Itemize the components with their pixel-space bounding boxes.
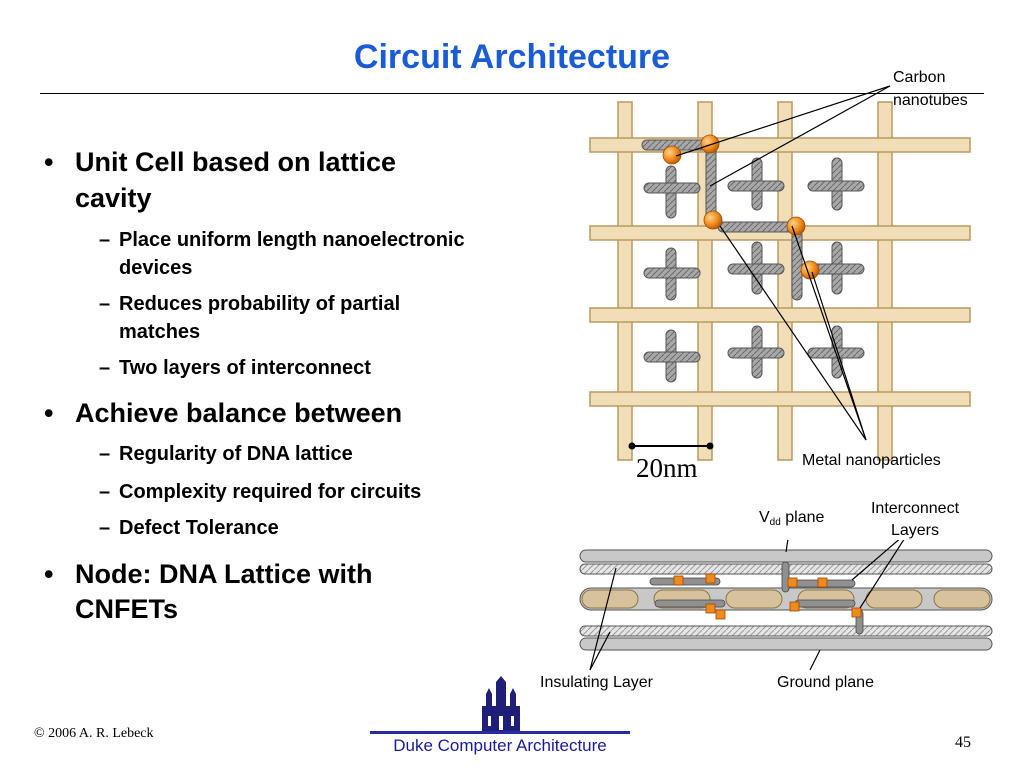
dash-marker: – <box>99 481 111 503</box>
annotation-arrows <box>675 85 891 441</box>
dash-marker: – <box>99 229 111 251</box>
metal-nanoparticles-cross <box>673 573 862 620</box>
title-divider <box>40 93 984 94</box>
bullet-1-line-2: cavity <box>75 183 152 213</box>
bullet-3-line-1: Node: DNA Lattice with <box>75 559 373 589</box>
bullet-marker: • <box>44 398 54 428</box>
layer-annotation-arrows <box>589 540 905 671</box>
bullet-3-line-2: CNFETs <box>75 594 179 624</box>
dash-marker: – <box>99 357 111 379</box>
sub-bullet-1-2-line-1: Reduces probability of partial <box>119 293 401 315</box>
scale-bar <box>628 442 714 450</box>
bullet-marker: • <box>44 559 54 589</box>
sub-bullet-2-2: Complexity required for circuits <box>119 481 422 503</box>
sub-bullet-2-3: Defect Tolerance <box>119 517 279 539</box>
bullet-1-line-1: Unit Cell based on lattice <box>75 147 397 177</box>
duke-chapel-logo <box>482 676 520 732</box>
footer-org-name: Duke Computer Architecture <box>393 736 607 755</box>
interconnect-layers-label-line-2: Layers <box>890 522 940 539</box>
sub-bullet-2-1: Regularity of DNA lattice <box>119 443 353 465</box>
layer-cross-section-figure <box>579 540 993 671</box>
scale-label: 20nm <box>636 453 698 483</box>
carbon-nanotube-crosses <box>641 139 865 383</box>
lattice-strands <box>589 101 971 461</box>
sub-bullet-1-1-line-2: devices <box>119 257 193 279</box>
slide-title: Circuit Architecture <box>353 38 671 76</box>
page-number: 45 <box>955 734 971 751</box>
copyright-text: © 2006 A. R. Lebeck <box>34 726 154 741</box>
dash-marker: – <box>99 293 111 315</box>
sub-bullet-1-3: Two layers of interconnect <box>119 357 371 379</box>
footer-divider <box>370 731 630 734</box>
vdd-plane-label: Vdd plane <box>759 509 825 528</box>
metal-nanoparticles <box>662 134 820 280</box>
metal-nanoparticles-label: Metal nanoparticles <box>802 452 941 469</box>
sub-bullet-1-2-line-2: matches <box>119 321 201 343</box>
dash-marker: – <box>99 443 111 465</box>
interconnect-layers-label-line-1: Interconnect <box>870 500 960 517</box>
dna-lattice-figure <box>589 85 971 461</box>
bullet-2-line-1: Achieve balance between <box>75 398 403 428</box>
carbon-nanotubes-label-line-1: Carbon <box>893 69 946 86</box>
insulating-layer-label: Insulating Layer <box>540 674 653 691</box>
dash-marker: – <box>99 517 111 539</box>
carbon-nanotubes-label-line-2: nanotubes <box>893 92 968 109</box>
sub-bullet-1-1-line-1: Place uniform length nanoelectronic <box>119 229 465 251</box>
bullet-marker: • <box>44 147 54 177</box>
ground-plane-label: Ground plane <box>777 674 874 691</box>
